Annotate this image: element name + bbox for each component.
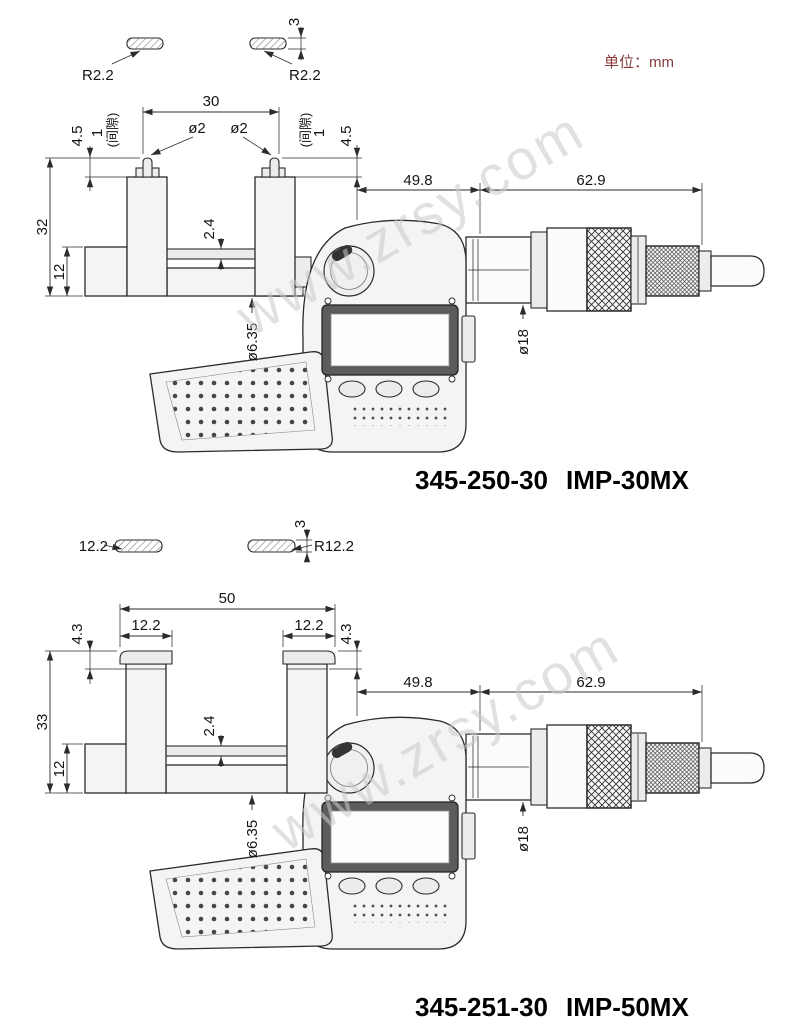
dim-tip-radius-right: R2.2 (289, 67, 321, 84)
figure2-dimension-lines (45, 604, 703, 816)
dim-clearance-right: 1 (311, 129, 328, 137)
dim-spindle-dia: ø6.35 (244, 323, 261, 361)
dim-thimble-length: 62.9 (576, 172, 605, 189)
right-tip (269, 157, 280, 178)
dim-frame-height: 33 (34, 714, 51, 731)
figure1-dimension-labels: 3 R2.2 R2.2 30 ø2 ø2 4.5 1 (间隙) (间隙) 1 4… (34, 18, 689, 495)
dim-jaw-width-right: 12.2 (294, 617, 323, 634)
dim-jaw-span: 30 (203, 93, 220, 110)
left-jaw (126, 176, 168, 297)
right-jaw (286, 663, 328, 794)
dim-rod-thickness: 2.4 (201, 219, 218, 240)
dim-base-height: 12 (51, 264, 68, 281)
figure1-dimension-lines (45, 107, 703, 319)
left-jaw (125, 663, 167, 794)
figure2-detail-views (103, 529, 313, 563)
dim-tip-dia-left: ø2 (188, 120, 206, 137)
dim-clearance-note-right: (间隙) (298, 113, 313, 148)
dim-tip-height-left: 4.3 (69, 624, 86, 645)
figure2-dimension-labels: 3 12.2 R12.2 50 12.2 12.2 4.3 4.3 33 12 … (34, 520, 689, 1022)
measuring-rod (165, 745, 288, 757)
figure2-jaws (119, 650, 336, 794)
dim-tip-height-right: 4.3 (338, 624, 355, 645)
dim-thimble-dia: ø18 (515, 826, 532, 852)
dim-body-length: 49.8 (403, 674, 432, 691)
dim-base-height: 12 (51, 761, 68, 778)
left-tip (119, 650, 173, 665)
left-tip (142, 157, 153, 178)
dim-clearance-left: 1 (89, 129, 106, 137)
dim-tip-radius: R12.2 (314, 538, 354, 555)
caption-part-number: 345-251-30 (415, 992, 548, 1022)
dim-clearance-note-left: (间隙) (105, 113, 120, 148)
figure1-jaws (126, 157, 296, 297)
figure-imp-50mx: 3 12.2 R12.2 50 12.2 12.2 4.3 4.3 33 12 … (34, 520, 765, 1022)
dim-thimble-length: 62.9 (576, 674, 605, 691)
dim-jaw-span: 50 (219, 590, 236, 607)
unit-label: 单位：mm (604, 54, 674, 71)
caption-model: IMP-50MX (566, 992, 689, 1022)
dim-tip-width: 12.2 (79, 538, 108, 555)
dim-tip-height-right: 4.5 (338, 126, 355, 147)
dim-thimble-dia: ø18 (515, 329, 532, 355)
dim-frame-height: 32 (34, 219, 51, 236)
frame-bar (165, 764, 304, 794)
measuring-rod (166, 248, 256, 260)
dim-tip-height-left: 4.5 (69, 126, 86, 147)
right-tip (282, 650, 336, 665)
figure1-detail-views (111, 27, 306, 65)
dim-spindle-dia: ø6.35 (244, 820, 261, 858)
figure2-frame-base (165, 745, 304, 794)
dim-tip-radius-left: R2.2 (82, 67, 114, 84)
dim-jaw-width-left: 12.2 (131, 617, 160, 634)
figure-imp-30mx: 3 R2.2 R2.2 30 ø2 ø2 4.5 1 (间隙) (间隙) 1 4… (34, 18, 765, 495)
dim-rod-thickness: 2.4 (201, 716, 218, 737)
dim-body-length: 49.8 (403, 172, 432, 189)
dim-tip-thickness: 3 (292, 520, 309, 528)
caption-model: IMP-30MX (566, 465, 689, 495)
dim-tip-dia-right: ø2 (230, 120, 248, 137)
dim-tip-thickness: 3 (286, 18, 303, 26)
caption-part-number: 345-250-30 (415, 465, 548, 495)
